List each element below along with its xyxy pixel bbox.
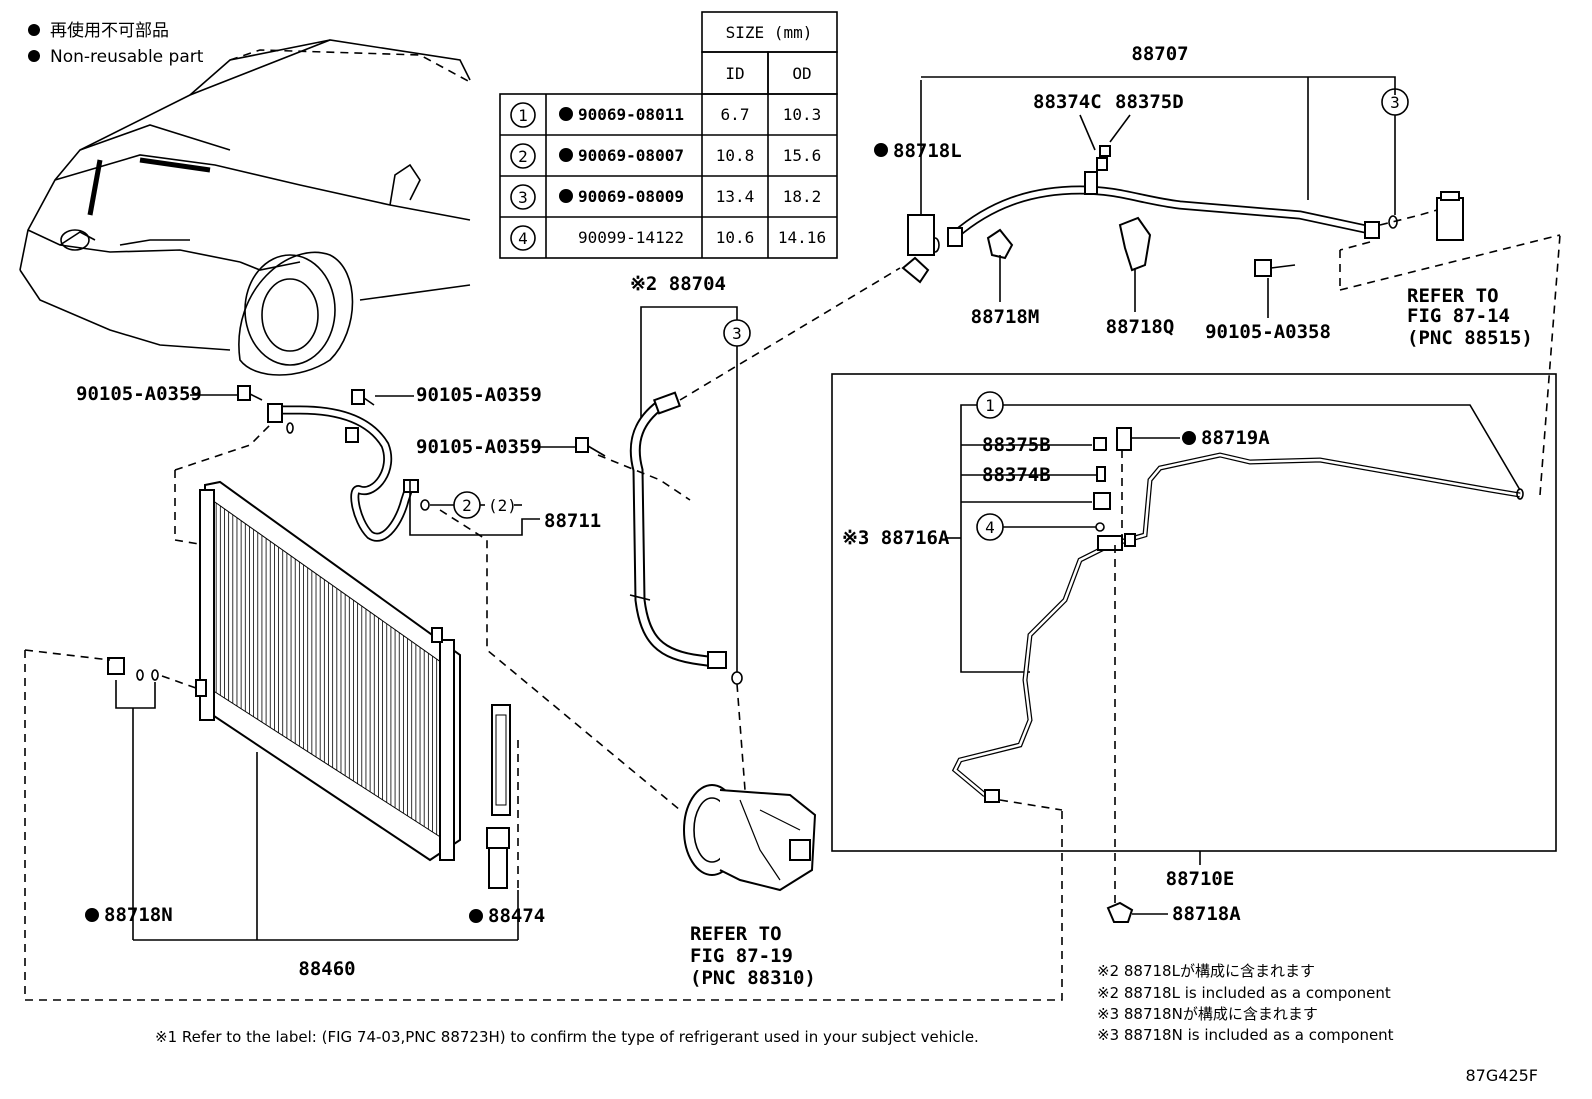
bullet-icon: [469, 909, 483, 923]
label-90105-A0358: 90105-A0358: [1205, 321, 1331, 343]
label-88375B: 88375B: [982, 434, 1051, 456]
label-88707: 88707: [1131, 43, 1188, 65]
callout-number: 3: [732, 324, 742, 343]
label-88374C: 88374C: [1033, 91, 1102, 113]
bullet-icon: [28, 50, 40, 62]
label-88718A: 88718A: [1172, 903, 1241, 925]
footer-note: ※1 Refer to the label: (FIG 74-03,PNC 88…: [155, 1028, 979, 1046]
label-88704: ※2 88704: [630, 273, 726, 295]
row-number-circle: [510, 143, 536, 169]
row-number: 3: [518, 188, 528, 207]
bolts-90105-A0359: 90105-A0359 90105-A0359 90105-A0359: [76, 383, 691, 501]
bullet-icon: [1182, 431, 1196, 445]
row-number-circle: [510, 184, 536, 210]
hose-88707-group: 88707 88374C 88375D 3 88718L: [874, 43, 1561, 349]
table-header-size: SIZE (mm): [726, 23, 813, 42]
label-88718Q: 88718Q: [1106, 316, 1175, 338]
label-88374B: 88374B: [982, 464, 1051, 486]
row-part-number: 90069-08007: [578, 146, 684, 165]
car-sketch: [19, 39, 471, 376]
label-88716A: ※3 88716A: [842, 527, 950, 549]
legend: 再使用不可部品 Non-reusable part: [28, 20, 204, 67]
row-part-number: 90069-08011: [578, 105, 684, 124]
callout-number: 1: [985, 396, 995, 415]
label-90105-A0359: 90105-A0359: [416, 436, 542, 458]
condenser-88460: 88718N 88474 88460: [24, 480, 1063, 1001]
figure-code: 87G425F: [1466, 1066, 1539, 1085]
row-id: 6.7: [721, 105, 750, 124]
refer-fig-87-14-line2: FIG 87-14: [1407, 305, 1510, 327]
row-number-circle: [510, 102, 536, 128]
bullet-icon: [559, 189, 573, 203]
label-88474: 88474: [488, 905, 545, 927]
label-88718L: 88718L: [893, 140, 962, 162]
note-1: ※2 88718Lが構成に含まれます: [1097, 962, 1315, 980]
row-od: 18.2: [783, 187, 822, 206]
row-number: 4: [518, 229, 528, 248]
callout-number: 4: [985, 518, 995, 537]
refer-fig-87-19-line2: FIG 87-19: [690, 945, 793, 967]
table-header-od: OD: [792, 64, 811, 83]
callout-number: 3: [1390, 93, 1400, 112]
hose-88704-group: ※2 88704 3: [629, 267, 901, 685]
row-id: 13.4: [716, 187, 755, 206]
row-number: 2: [518, 147, 528, 166]
refer-fig-87-14-line3: (PNC 88515): [1407, 327, 1533, 349]
callout-number: 2: [462, 496, 472, 515]
pipe-88710E-box: 1 88375B 88719A 88374B 4 ※3 88716A: [831, 234, 1561, 925]
bullet-icon: [28, 24, 40, 36]
qty-2: (2): [488, 496, 517, 515]
label-88710E: 88710E: [1166, 868, 1235, 890]
notes: ※2 88718Lが構成に含まれます ※2 88718L is included…: [155, 962, 1538, 1085]
label-88718N: 88718N: [104, 904, 173, 926]
refer-fig-87-19-line1: REFER TO: [690, 923, 782, 945]
note-4: ※3 88718N is included as a component: [1097, 1026, 1394, 1044]
row-id: 10.6: [716, 228, 755, 247]
label-90105-A0359: 90105-A0359: [76, 383, 202, 405]
refer-fig-87-19-line3: (PNC 88310): [690, 967, 816, 989]
compressor: REFER TO FIG 87-19 (PNC 88310): [683, 683, 817, 989]
condenser-fins: [211, 500, 446, 840]
note-3: ※3 88718Nが構成に含まれます: [1097, 1005, 1318, 1023]
legend-jp: 再使用不可部品: [50, 20, 169, 41]
table-header-id: ID: [725, 64, 744, 83]
bullet-icon: [874, 143, 888, 157]
row-od: 15.6: [783, 146, 822, 165]
refer-fig-87-14-line1: REFER TO: [1407, 285, 1499, 307]
row-od: 10.3: [783, 105, 822, 124]
bullet-icon: [559, 148, 573, 162]
note-2: ※2 88718L is included as a component: [1097, 984, 1391, 1002]
label-88460: 88460: [298, 958, 355, 980]
legend-en: Non-reusable part: [50, 47, 204, 67]
size-table: SIZE (mm) ID OD 1 90069-08011 6.7 10.3 2…: [499, 11, 838, 259]
bullet-icon: [85, 908, 99, 922]
label-88719A: 88719A: [1201, 427, 1270, 449]
hose-88711-group: 2 (2) 88711: [174, 403, 681, 811]
row-part-number: 90069-08009: [578, 187, 684, 206]
row-od: 14.16: [778, 228, 826, 247]
row-id: 10.8: [716, 146, 755, 165]
bullet-icon: [559, 107, 573, 121]
label-90105-A0359: 90105-A0359: [416, 384, 542, 406]
label-88718M: 88718M: [971, 306, 1040, 328]
row-part-number: 90099-14122: [578, 228, 684, 247]
row-number-circle: [510, 225, 536, 251]
label-88375D: 88375D: [1115, 91, 1184, 113]
row-number: 1: [518, 106, 528, 125]
label-88711: 88711: [544, 510, 601, 532]
